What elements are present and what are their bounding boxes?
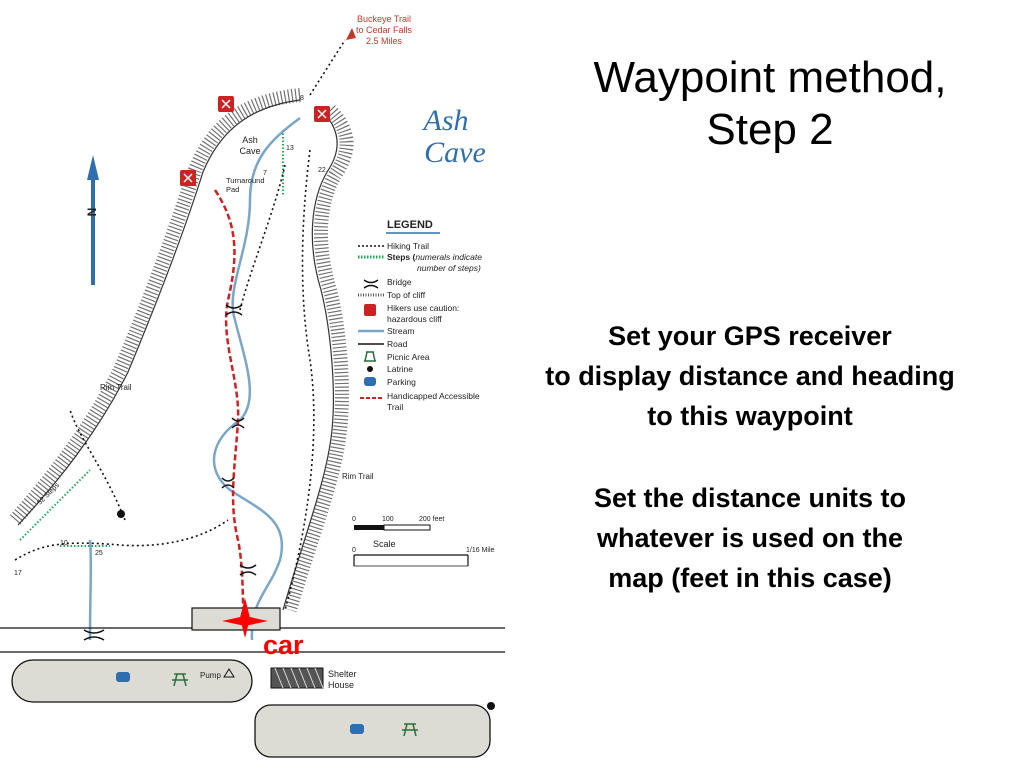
stream: [88, 116, 301, 641]
place-name: Ash: [422, 104, 469, 137]
steps-marks: [19, 130, 284, 547]
legend-item: Hiking Trail: [387, 241, 429, 251]
legend-item: Stream: [387, 326, 414, 336]
instruction-line: to display distance and heading: [545, 361, 955, 391]
rim-trail-label: Rim Trail: [342, 472, 374, 481]
legend-title: LEGEND: [387, 219, 433, 231]
slide-title-line: Step 2: [706, 105, 834, 154]
shelter-label: House: [328, 680, 354, 690]
pump-label: Pump: [200, 671, 221, 680]
ash-cave-label: Cave: [239, 146, 260, 156]
hazard-glyph: [183, 99, 327, 183]
car-label: car: [263, 630, 304, 660]
parking-lot-right: [254, 704, 491, 758]
accessible-trail: [213, 189, 246, 621]
instruction-paragraph: Set your GPS receiver to display distanc…: [490, 316, 1010, 436]
step-count: 17: [14, 570, 22, 577]
trail-arrow: [346, 28, 356, 40]
instruction-line: Set your GPS receiver: [608, 321, 892, 351]
step-count: 7: [263, 170, 267, 177]
legend-swatches: [358, 245, 384, 399]
turnaround-label: Pad: [226, 185, 239, 194]
trail-sign: to Cedar Falls: [356, 25, 413, 35]
place-name: Cave: [424, 136, 486, 169]
instruction-line: map (feet in this case): [608, 563, 892, 593]
legend-item: Road: [387, 339, 408, 349]
trail-sign: Buckeye Trail: [357, 14, 411, 24]
step-count: 8: [300, 95, 304, 102]
legend-item: hazardous cliff: [387, 314, 442, 324]
step-count: 22: [318, 167, 326, 174]
bridge-icons: [83, 304, 257, 641]
shelter-hatch: [274, 667, 324, 689]
instruction-line: whatever is used on the: [596, 523, 904, 553]
scale-tick: 0: [352, 516, 356, 523]
legend-item: Hikers use caution:: [387, 303, 459, 313]
north-label: N: [85, 208, 99, 217]
ash-cave-label: Ash: [242, 135, 258, 145]
turnaround-label: Turnaround: [226, 176, 265, 185]
shelter-label: Shelter: [328, 669, 357, 679]
scale-tick: 200 feet: [419, 516, 444, 523]
legend-item-note: numerals indicate: [415, 252, 482, 262]
cliff-band: [9, 88, 354, 612]
step-count: 25: [95, 550, 103, 557]
hiking-trail: [14, 39, 346, 611]
scale-label: Scale: [373, 539, 396, 549]
parking-icons: [116, 672, 364, 734]
legend: LEGEND Hiking Trail Steps (numerals indi…: [358, 219, 482, 412]
latrine-icon: [117, 510, 125, 518]
cliff-edge: [17, 99, 338, 611]
rim-trail-label: Rim Trail: [100, 383, 132, 392]
legend-item: Bridge: [387, 277, 412, 287]
latrine-icon: [487, 702, 495, 710]
picnic-icons: [172, 673, 418, 737]
legend-item: Parking: [387, 377, 416, 387]
step-count: 13: [286, 145, 294, 152]
legend-item: Steps (numerals indicate: [387, 252, 482, 262]
step-count: 10: [60, 540, 68, 547]
legend-item: Picnic Area: [387, 352, 430, 362]
instruction-paragraph: Set the distance units to whatever is us…: [490, 478, 1010, 598]
legend-item: Top of cliff: [387, 290, 426, 300]
slide-title-line: Waypoint method,: [593, 53, 947, 102]
pump-icon: [223, 668, 235, 678]
scale-tick: 100: [382, 516, 394, 523]
instruction-line: Set the distance units to: [593, 483, 907, 513]
trail-map: N Ash Cave Buckeye Trail to Cedar Falls …: [0, 14, 505, 758]
legend-item: Handicapped Accessible: [387, 391, 480, 401]
scale-bar: 0 100 200 feet Scale 0 1/16 Mile: [352, 516, 495, 567]
instruction-line: to this waypoint: [647, 401, 853, 431]
slide-title: Waypoint method, Step 2: [520, 52, 1020, 156]
trail-sign: 2.5 Miles: [366, 36, 403, 46]
scale-tick: 0: [352, 547, 356, 554]
parking-lot-left: [11, 659, 253, 703]
shelter-house: [270, 667, 324, 689]
legend-item: Trail: [387, 402, 403, 412]
legend-item-note: number of steps): [417, 263, 481, 273]
legend-item: Latrine: [387, 364, 413, 374]
car-waypoint-icon: [222, 598, 268, 638]
north-arrow: [87, 155, 99, 285]
scale-tick: 1/16 Mile: [466, 547, 495, 554]
legend-item-label: Steps (: [387, 252, 416, 262]
